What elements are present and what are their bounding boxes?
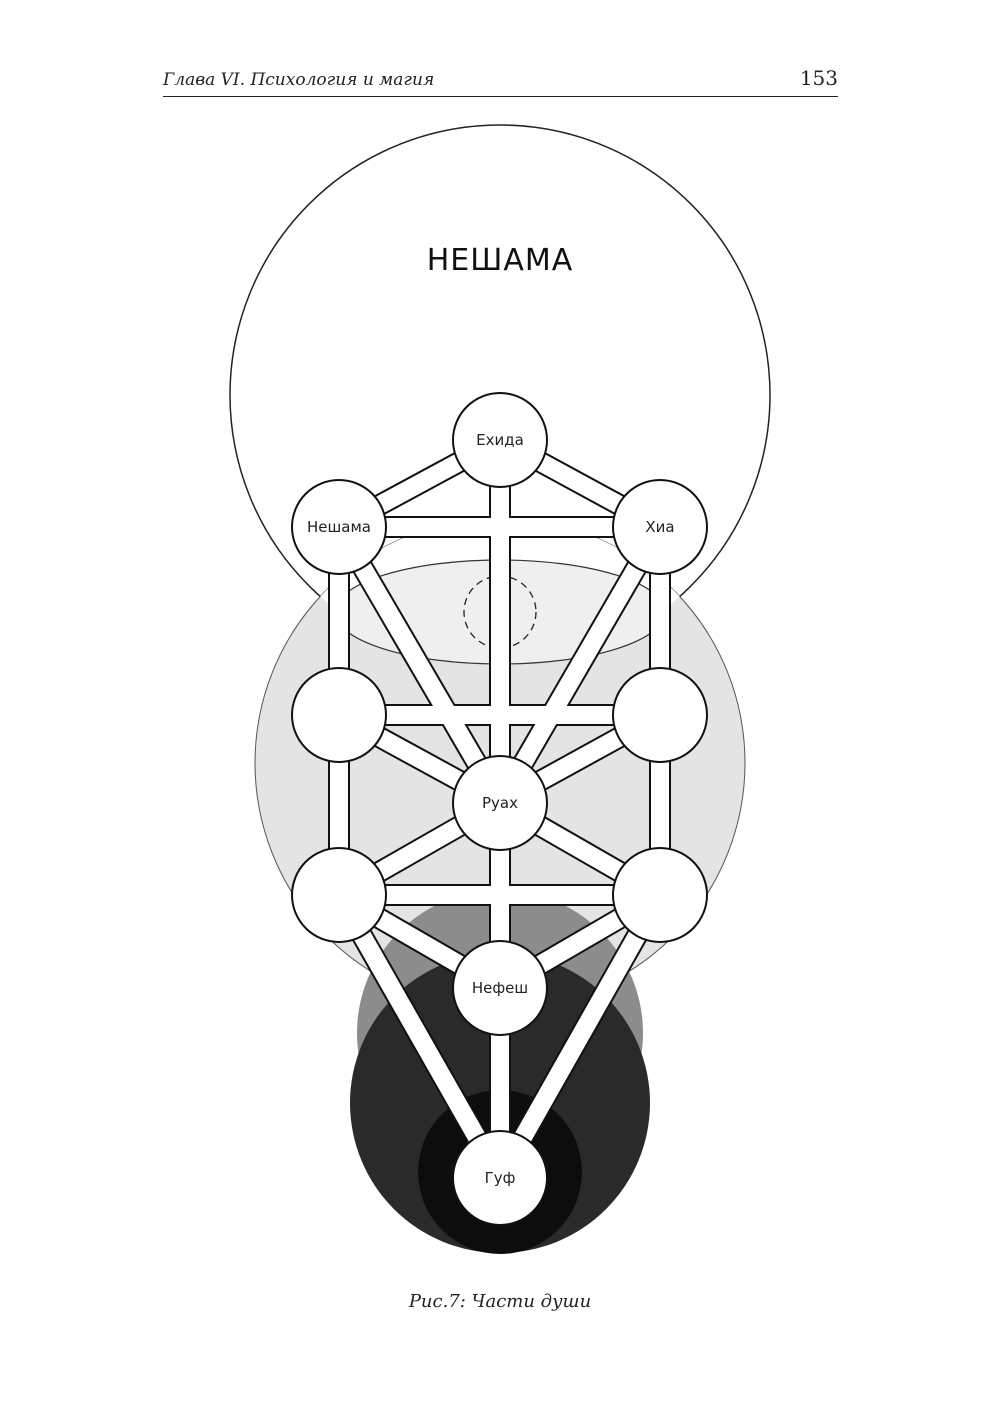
label-nefesh: Нефеш [472, 979, 528, 997]
path-7-10 [492, 890, 668, 1183]
node-geburah [612, 667, 708, 763]
label-guf: Гуф [485, 1169, 516, 1187]
path-8-10 [331, 890, 508, 1183]
path-2-6 [492, 522, 668, 808]
path-3-6 [331, 522, 508, 808]
node-guf [452, 1130, 548, 1226]
nodes-layer [291, 392, 708, 1226]
figure-caption: Рис.7: Части души [408, 1291, 592, 1312]
label-ruach: Руах [482, 794, 518, 812]
node-chesed [291, 667, 387, 763]
node-netzach [291, 847, 387, 943]
chapter-title: Глава VI. Психология и магия [163, 70, 435, 90]
node-chiah [612, 479, 708, 575]
node-nefesh [452, 940, 548, 1036]
node-yechidah [452, 392, 548, 488]
node-neshamah [291, 479, 387, 575]
node-hod [612, 847, 708, 943]
label-neshamah: Нешама [307, 518, 371, 536]
page-header: Глава VI. Психология и магия 153 [163, 64, 838, 97]
page-number: 153 [799, 66, 838, 90]
label-yechidah: Ехида [476, 431, 524, 449]
node-ruach [452, 755, 548, 851]
neshamah-region-label: НЕШАМА [427, 243, 574, 278]
label-chiah: Хиа [645, 518, 674, 536]
